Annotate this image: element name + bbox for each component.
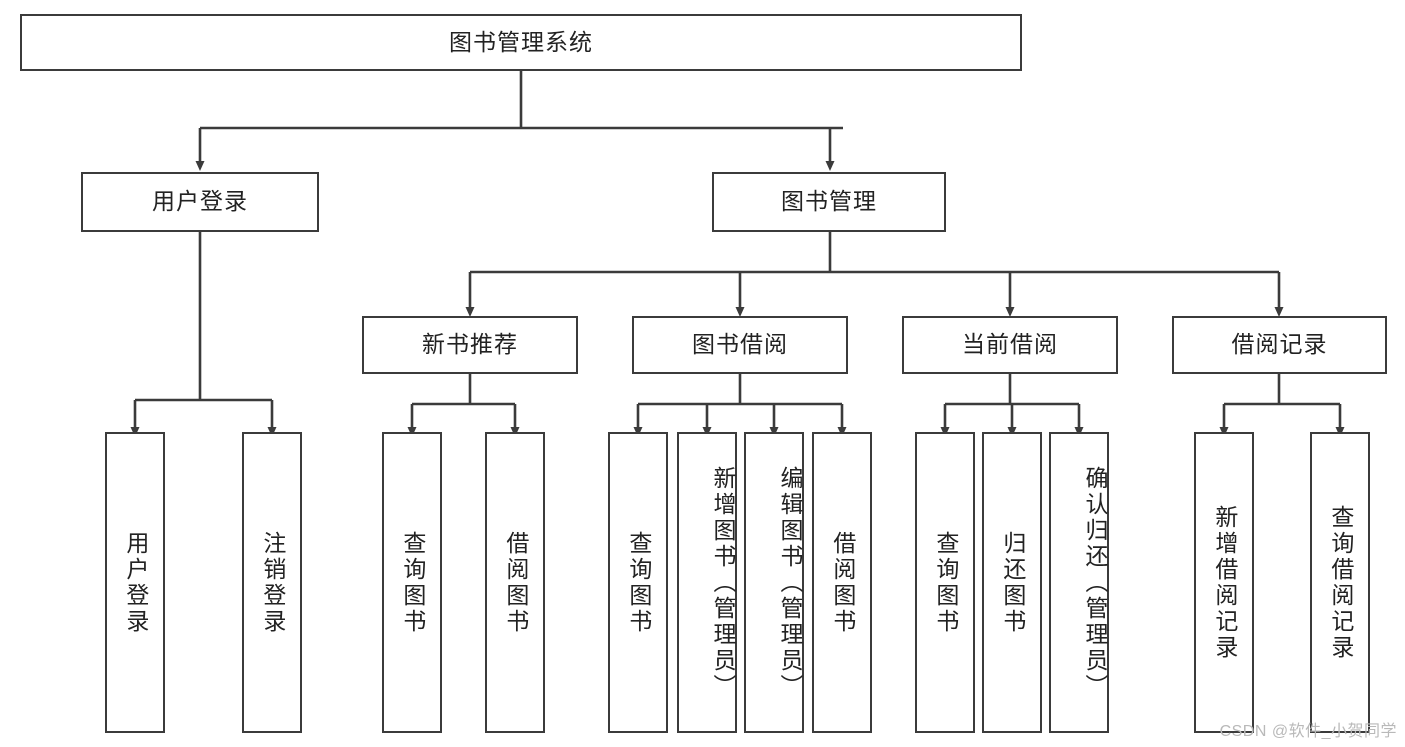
leaf-return-book[interactable]: 归还图书 [982, 432, 1042, 733]
leaf-query-borrow-record[interactable]: 查询借阅记录 [1310, 432, 1370, 733]
leaf-query-book-recommend[interactable]: 查询图书 [382, 432, 442, 733]
node-borrow-record[interactable]: 借阅记录 [1172, 316, 1387, 374]
csdn-watermark: CSDN @软件_小贺同学 [1219, 723, 1397, 740]
leaf-logout-login[interactable]: 注销登录 [242, 432, 302, 733]
leaf-query-book-current[interactable]: 查询图书 [915, 432, 975, 733]
leaf-borrow-book-recommend[interactable]: 借阅图书 [485, 432, 545, 733]
leaf-borrow-book[interactable]: 借阅图书 [812, 432, 872, 733]
node-current-borrow[interactable]: 当前借阅 [902, 316, 1118, 374]
leaf-confirm-return-admin[interactable]: 确认归还（管理员） [1049, 432, 1109, 733]
node-book-management-system[interactable]: 图书管理系统 [20, 14, 1022, 71]
leaf-edit-book-admin[interactable]: 编辑图书（管理员） [744, 432, 804, 733]
leaf-user-login[interactable]: 用户登录 [105, 432, 165, 733]
node-user-login[interactable]: 用户登录 [81, 172, 319, 232]
node-book-borrow[interactable]: 图书借阅 [632, 316, 848, 374]
node-new-book-recommend[interactable]: 新书推荐 [362, 316, 578, 374]
node-book-management[interactable]: 图书管理 [712, 172, 946, 232]
leaf-add-borrow-record[interactable]: 新增借阅记录 [1194, 432, 1254, 733]
leaf-add-book-admin[interactable]: 新增图书（管理员） [677, 432, 737, 733]
leaf-query-book-borrow[interactable]: 查询图书 [608, 432, 668, 733]
